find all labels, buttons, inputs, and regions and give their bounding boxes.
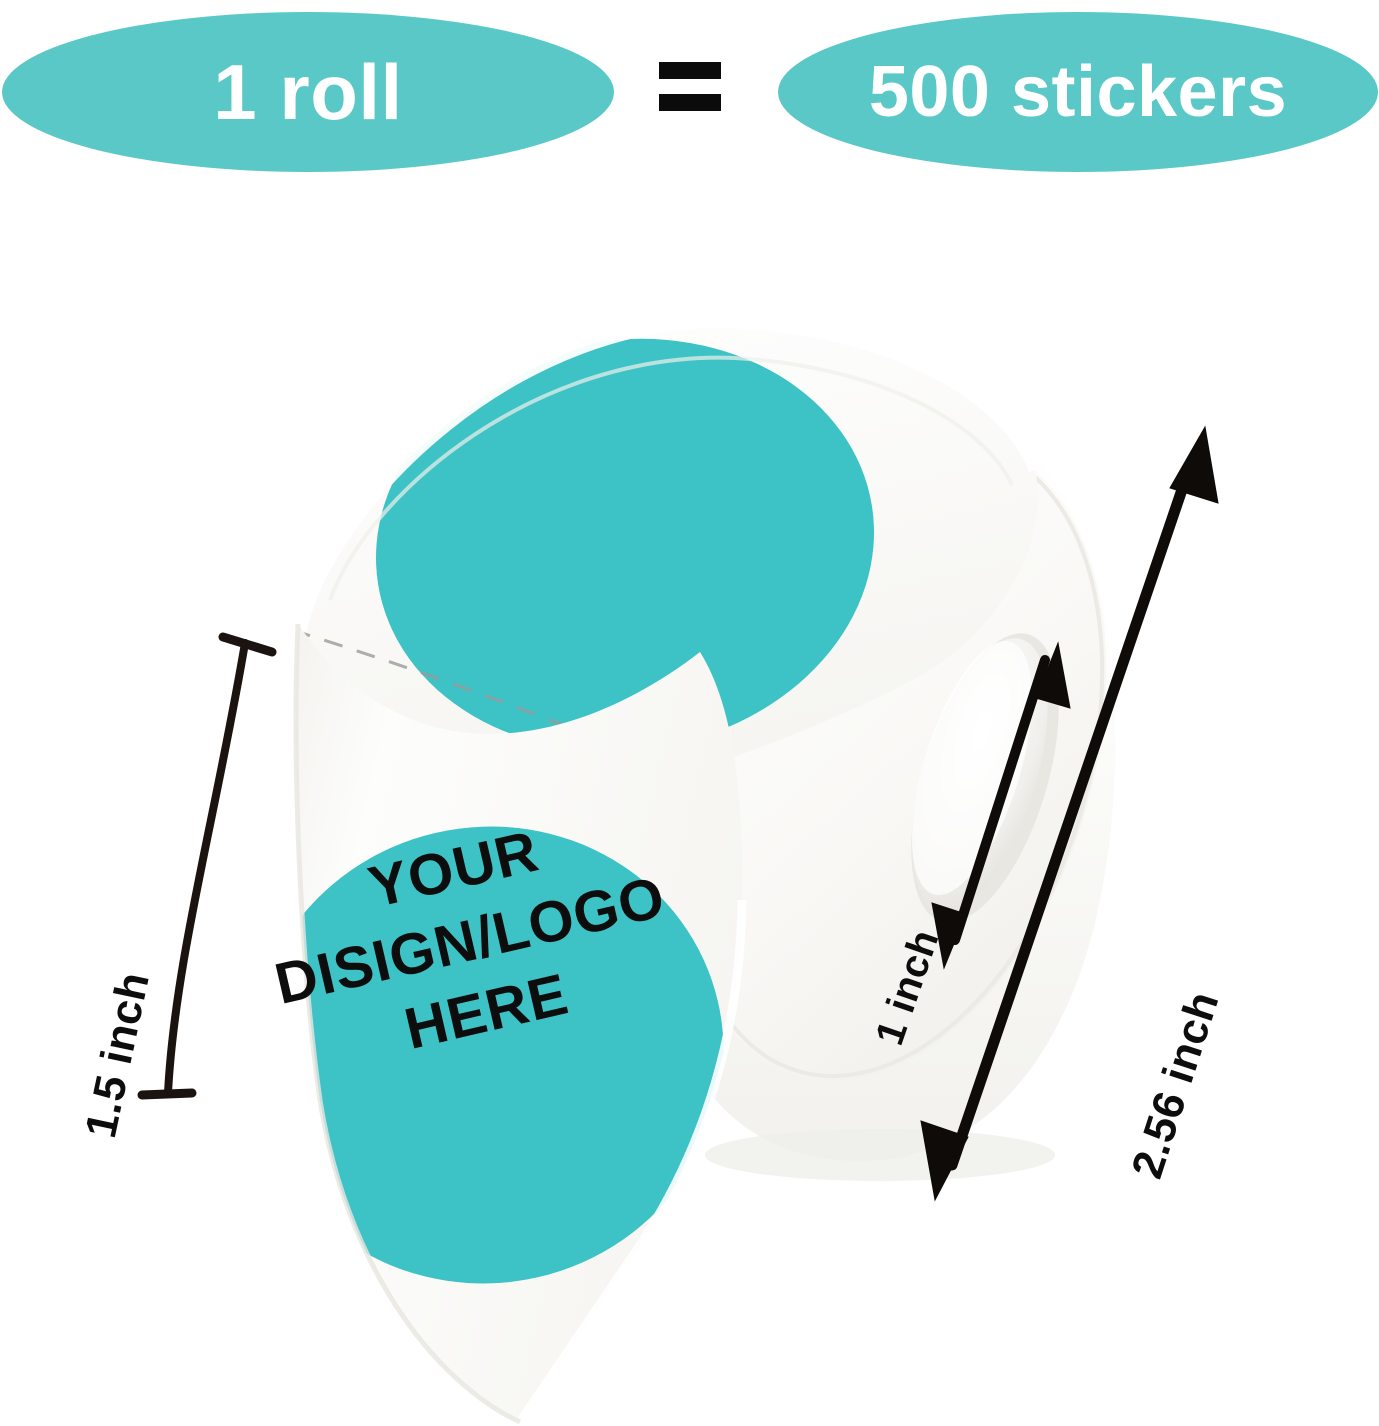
sticker-circle-top: [376, 338, 874, 752]
roll-quantity-badge: 1 roll: [2, 12, 614, 172]
dimension-marker-diameter: [920, 425, 1219, 1202]
sticker-circle-front: [296, 826, 724, 1284]
roll-top-sheet: [293, 315, 1042, 841]
sticker-quantity-badge: 500 stickers: [778, 12, 1378, 172]
equals-icon: [659, 62, 721, 122]
sticker-roll-illustration: [137, 315, 1219, 1425]
quantity-banner: 1 roll 500 stickers: [0, 0, 1379, 200]
sticker-roll-photo: YOUR DISIGN/LOGO HERE 1.5 inch 1 inch 2.…: [0, 200, 1379, 1426]
sticker-quantity-label: 500 stickers: [868, 52, 1288, 132]
equals-bar-bottom: [659, 94, 721, 111]
dimension-marker-core: [931, 641, 1071, 970]
dimension-marker-height: [137, 632, 277, 1100]
perforation-line: [299, 628, 741, 800]
equals-bar-top: [659, 62, 721, 79]
roll-quantity-label: 1 roll: [213, 47, 403, 136]
